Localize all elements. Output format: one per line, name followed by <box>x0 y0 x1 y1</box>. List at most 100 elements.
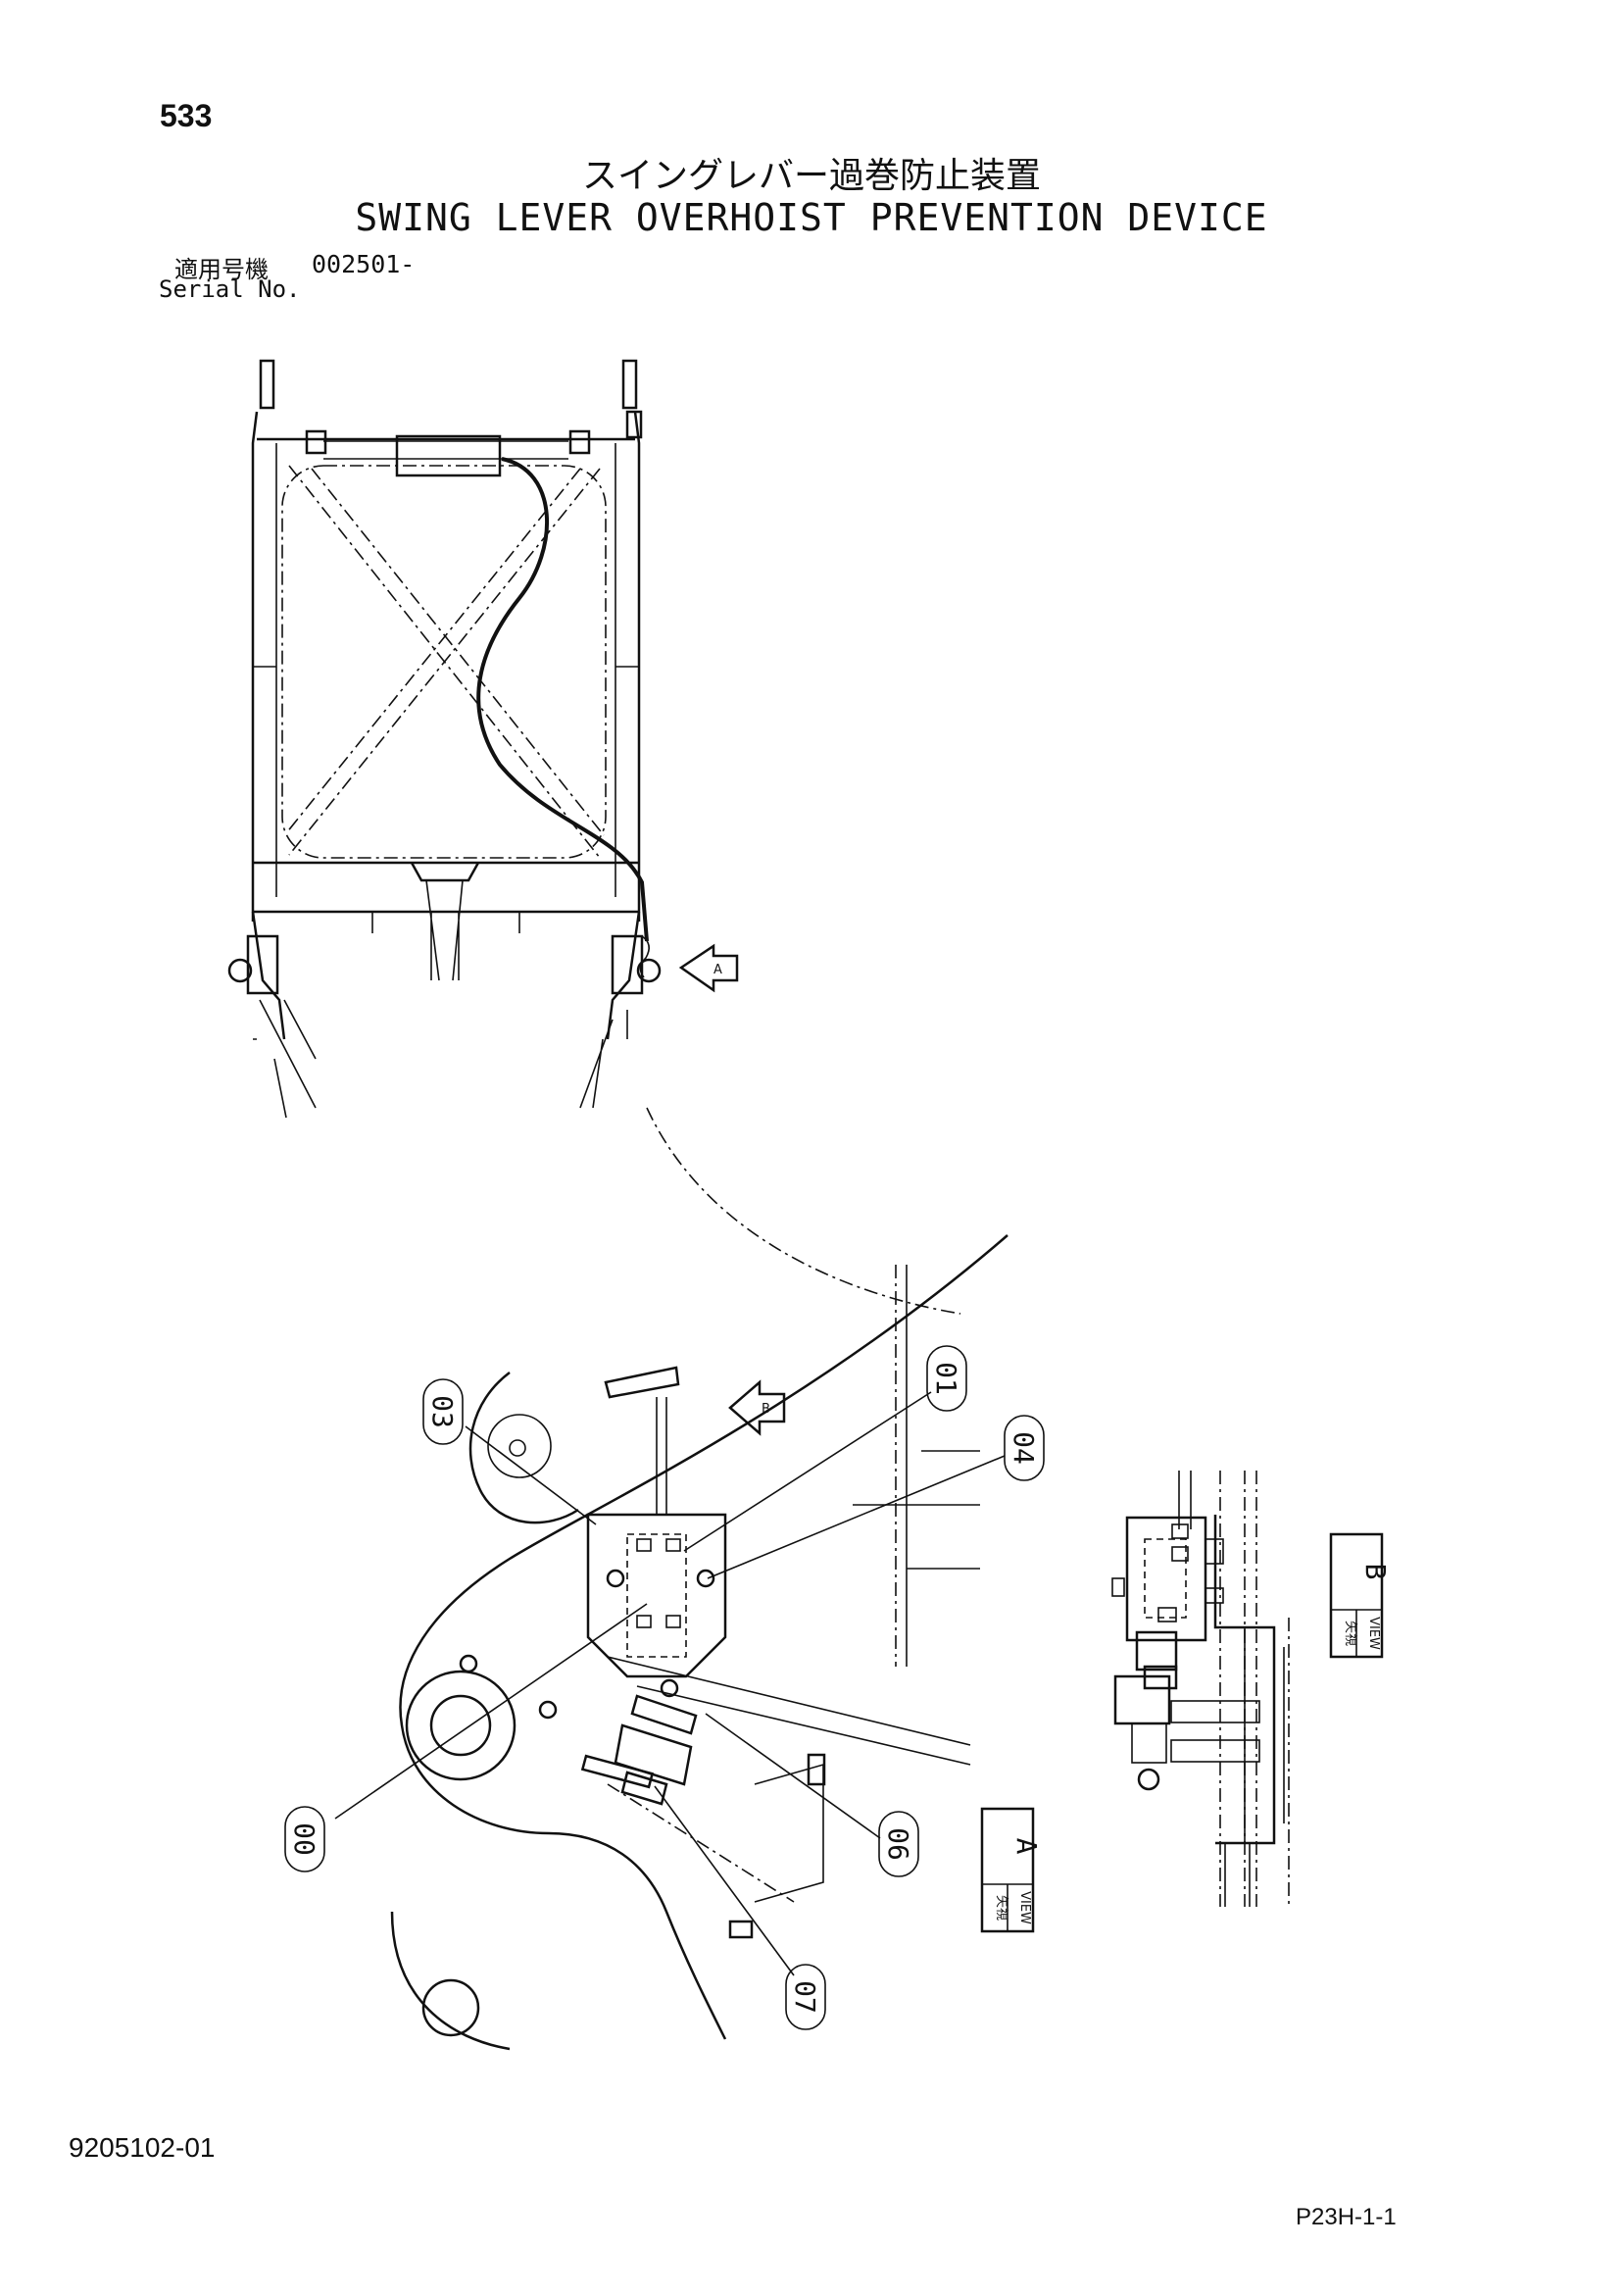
viewb-stopper <box>1113 1674 1171 1725</box>
rod-centerline <box>607 1783 795 1903</box>
view-a-arrow <box>678 943 739 993</box>
viewb-rod-2 <box>1170 1739 1260 1763</box>
brace-4 <box>285 468 581 834</box>
view-b-arrow <box>728 1379 786 1436</box>
view-a-label-letter: A <box>1010 1838 1043 1855</box>
viewb-terminal-2 <box>1171 1546 1189 1562</box>
right-top-block <box>625 410 643 439</box>
boom-frame-top-view: A <box>227 359 739 1119</box>
callout-01-label: 01 <box>930 1362 962 1395</box>
right-outer-rail <box>633 411 641 922</box>
leader-00 <box>334 1603 648 1820</box>
right-stud <box>621 359 638 410</box>
callout-00-label: 00 <box>288 1822 320 1856</box>
left-tube-clamp <box>305 429 327 455</box>
leader-07 <box>654 1785 795 1976</box>
leader-03 <box>465 1425 597 1525</box>
lower-boss-inner <box>429 1694 492 1757</box>
right-foot <box>606 911 641 1040</box>
upper-boss <box>468 1372 579 1524</box>
terminal-3 <box>636 1615 652 1628</box>
leader-06 <box>705 1713 881 1839</box>
callout-03-label: 03 <box>426 1395 459 1428</box>
view-b-label: B 矢視 VIEW <box>1329 1532 1392 1659</box>
cable-end <box>639 935 650 978</box>
upper-tab <box>604 1366 680 1399</box>
slot-block-1 <box>807 1753 826 1786</box>
lever-upper-edge <box>646 1107 961 1315</box>
callouts: 03 01 04 06 07 00 <box>284 1345 1045 2030</box>
callout-01: 01 <box>926 1345 967 1412</box>
viewb-terminal-3 <box>1157 1607 1177 1622</box>
serial-value: 002501- <box>312 250 416 278</box>
link-rod <box>607 1656 971 1766</box>
page-number: 533 <box>160 98 213 133</box>
callout-00: 00 <box>284 1806 325 1872</box>
left-stud <box>259 359 275 410</box>
stopper-block <box>614 1723 693 1786</box>
right-pin <box>636 958 662 983</box>
center-post <box>425 879 464 981</box>
switch-box <box>586 1513 727 1678</box>
callout-04: 04 <box>1004 1415 1045 1481</box>
viewb-centerlines <box>1219 1471 1290 1907</box>
callout-03: 03 <box>422 1378 464 1445</box>
title-japanese: スイングレバー過巻防止装置 <box>581 156 1041 196</box>
viewb-stopper-stem <box>1131 1722 1167 1764</box>
callout-07-label: 07 <box>789 1980 821 2014</box>
callout-04-label: 04 <box>1008 1431 1040 1465</box>
viewb-switch-inner <box>1144 1538 1187 1619</box>
switch-cable <box>656 1397 667 1515</box>
callout-06-label: 06 <box>882 1827 914 1861</box>
view-a-label-en: VIEW <box>1017 1891 1032 1924</box>
viewb-terminal-1 <box>1171 1523 1189 1539</box>
left-bracket <box>246 934 279 995</box>
view-b-marker-letter: B <box>762 1402 770 1417</box>
view-b-detail <box>1111 1471 1290 1907</box>
viewb-plate-inner <box>1244 1626 1275 1844</box>
left-foot <box>251 911 286 1040</box>
cable <box>476 457 649 942</box>
serial-label-english: Serial No. <box>159 275 301 303</box>
document-number: 9205102-01 <box>69 2132 216 2163</box>
viewb-actuator <box>1135 1630 1178 1672</box>
view-a-label: A 矢視 VIEW <box>980 1807 1043 1933</box>
callout-07: 07 <box>785 1964 826 2030</box>
terminal-2 <box>665 1538 681 1552</box>
switch-inner <box>626 1533 687 1658</box>
serial-label-japanese: 適用号機 <box>174 256 269 283</box>
brace-3 <box>288 468 601 856</box>
view-a-label-jp: 矢視 <box>994 1895 1008 1921</box>
left-pin <box>227 958 253 983</box>
sheet-code: P23H-1-1 <box>1296 2204 1397 2230</box>
right-tube-clamp <box>568 429 591 455</box>
viewb-rod-1 <box>1170 1700 1260 1723</box>
terminal-4 <box>665 1615 681 1628</box>
bolt-hole-2 <box>538 1700 558 1720</box>
lower-beam-notch <box>410 862 480 882</box>
upper-hole-outer <box>487 1414 552 1478</box>
viewb-switch-box <box>1125 1516 1207 1642</box>
lever-outline-upper <box>399 1234 1008 2040</box>
left-leg <box>259 999 317 1109</box>
view-b-label-en: VIEW <box>1366 1617 1381 1650</box>
slot-guide <box>754 1763 824 1903</box>
stopper-base <box>620 1771 668 1806</box>
viewb-side-nub <box>1111 1577 1125 1597</box>
box-bolt-right <box>696 1569 715 1588</box>
callout-06: 06 <box>878 1811 919 1877</box>
terminal-1 <box>636 1538 652 1552</box>
viewb-cable <box>1178 1471 1192 1529</box>
brace-2 <box>311 468 605 836</box>
leader-04 <box>707 1455 1006 1579</box>
view-a-marker-letter: A <box>713 963 722 977</box>
bolt-hole-1 <box>459 1654 478 1673</box>
title-english: SWING LEVER OVERHOIST PREVENTION DEVICE <box>355 196 1268 239</box>
box-bolt-left <box>606 1569 625 1588</box>
actuator-roller <box>660 1678 679 1698</box>
inner-frame <box>281 465 607 859</box>
left-outer-rail <box>251 411 259 922</box>
right-leg <box>579 1010 628 1109</box>
bottom-hole <box>421 1978 480 2037</box>
